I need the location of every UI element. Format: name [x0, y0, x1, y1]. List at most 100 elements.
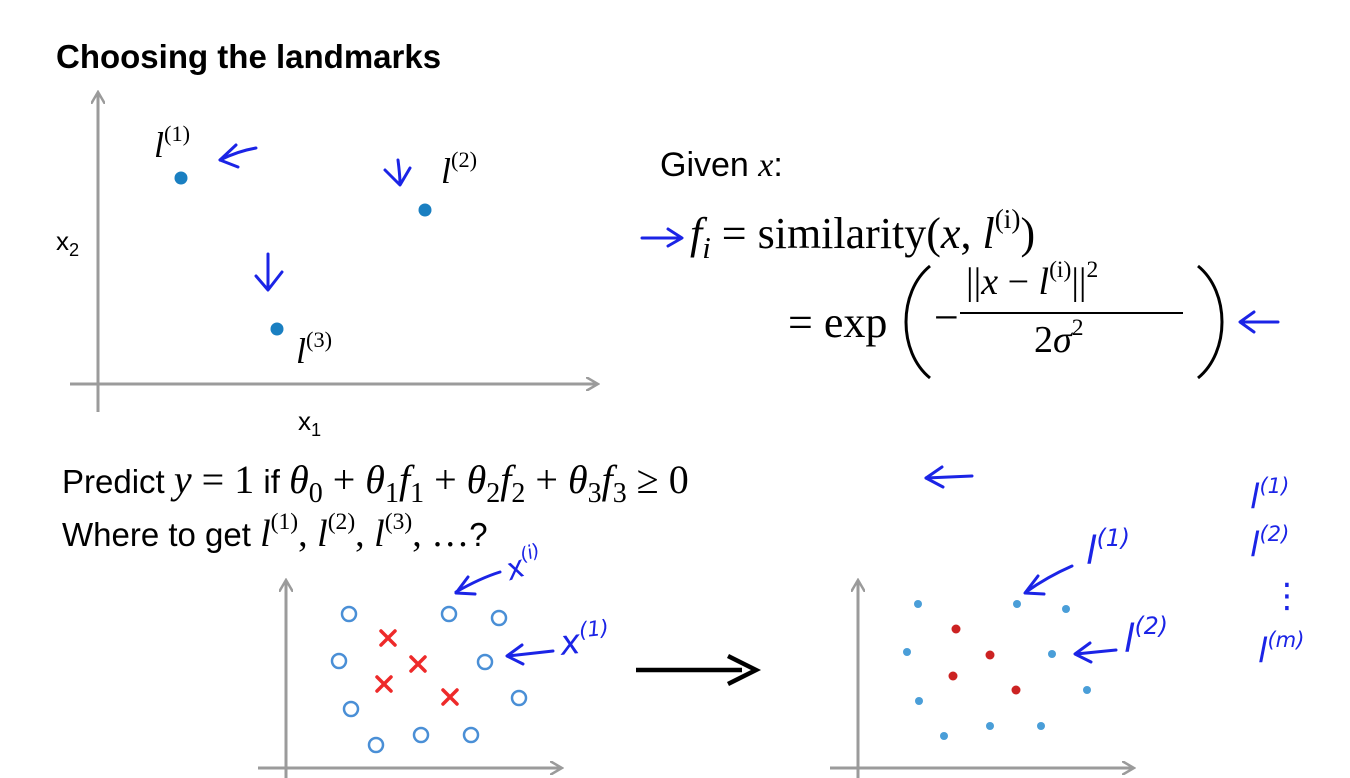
- training-example-o: [412, 726, 430, 744]
- f-2-sub: 2: [511, 478, 526, 509]
- training-example-o: [367, 736, 385, 754]
- similarity-close: ): [1020, 209, 1036, 258]
- f-3: f: [601, 457, 613, 502]
- predict-line: Predict y = 1 if θ0 + θ1f1 + θ2f2 + θ3f3…: [62, 456, 689, 510]
- neg-sign: −: [934, 293, 959, 342]
- f-symbol: f: [690, 209, 703, 258]
- landmark-dot: [903, 648, 911, 656]
- f-1: f: [398, 457, 411, 502]
- training-example-o: [340, 605, 358, 623]
- exp-left-paren: [904, 264, 931, 380]
- theta-3: θ: [567, 457, 588, 502]
- where-sup3: (3): [384, 508, 413, 535]
- x-axis-label: x1: [298, 406, 321, 441]
- theta-0: θ: [289, 457, 309, 502]
- f-2: f: [500, 457, 512, 502]
- training-example-o: [462, 726, 480, 744]
- landmark-2-sup: (2): [451, 146, 478, 172]
- hw-l-1: l: [1086, 528, 1097, 573]
- y-axis-label-text: x: [56, 226, 69, 256]
- where-sep-2: ,: [355, 513, 375, 555]
- given-var: x: [758, 147, 774, 184]
- predict-y: y: [173, 457, 192, 502]
- landmark-3-arrow-icon: [254, 252, 284, 292]
- landmark-dot: [1037, 722, 1045, 730]
- num-left-bars: ||: [966, 261, 982, 303]
- theta-0-sub: 0: [308, 478, 323, 509]
- num-l-sup: (i): [1049, 256, 1072, 283]
- landmark-dot: [1048, 650, 1056, 658]
- hw-list-l2: l(2): [1250, 521, 1289, 565]
- hw-l-2-label: l(2): [1124, 612, 1168, 661]
- predict-y-expr: y = 1: [174, 457, 254, 502]
- training-example-x: [375, 675, 393, 693]
- hw-l-2: l: [1124, 616, 1135, 661]
- x-i-pointer-arrow-icon: [454, 570, 502, 596]
- theta-1: θ: [365, 457, 385, 502]
- landmark-dot: [985, 650, 995, 660]
- where-line: Where to get l(1), l(2), l(3), …?: [62, 509, 488, 556]
- where-qmark: ?: [469, 516, 488, 553]
- where-l1: l: [260, 513, 271, 555]
- exp-right-paren: [1197, 264, 1224, 380]
- x-axis-label-sub: 1: [311, 420, 322, 441]
- f-1-sub: 1: [410, 478, 425, 509]
- exp-negative-sign: −: [934, 292, 959, 343]
- hw-list-lm-sym: l: [1258, 631, 1268, 672]
- training-example-o: [342, 700, 360, 718]
- num-minus: −: [998, 261, 1039, 303]
- num-right-bars: ||: [1071, 261, 1087, 303]
- exp-denominator: 2σ2: [1034, 314, 1084, 362]
- hw-l-2-sup: (2): [1134, 612, 1168, 641]
- mapping-arrow-icon: [636, 653, 762, 687]
- hw-l-1-label: l(1): [1086, 524, 1130, 573]
- landmark-1-arrow-icon: [218, 143, 258, 169]
- num-l: l: [1038, 261, 1050, 303]
- training-example-o: [330, 652, 348, 670]
- exp-pointer-arrow-icon: [1238, 310, 1280, 334]
- given-text: Given: [660, 146, 749, 184]
- positive-examples: [330, 605, 528, 754]
- similarity-l-sup: (i): [994, 204, 1021, 235]
- where-landmarks: l(1), l(2), l(3), …: [260, 509, 469, 555]
- landmark-3-symbol: l: [296, 331, 307, 371]
- hw-l-1-sup: (1): [1096, 524, 1130, 553]
- predict-if: if: [263, 463, 280, 500]
- training-example-x: [379, 629, 397, 647]
- given-colon: :: [773, 146, 783, 184]
- formula-pointer-arrow-icon: [640, 227, 684, 248]
- predict-text: Predict: [62, 463, 165, 500]
- slide-title: Choosing the landmarks: [56, 38, 442, 75]
- den-two: 2: [1034, 319, 1053, 361]
- landmark-1-symbol: l: [154, 125, 165, 165]
- given-x-line: Given x:: [660, 146, 783, 185]
- similarity-l: l: [982, 209, 995, 258]
- where-sep-3: ,: [412, 513, 432, 555]
- landmark-2-point: [418, 203, 432, 217]
- f-sub: i: [702, 230, 711, 265]
- where-sup2: (2): [327, 508, 356, 535]
- num-sq: 2: [1086, 256, 1099, 283]
- exp-equals: = exp: [788, 297, 887, 348]
- l-2-pointer-arrow-icon: [1073, 641, 1118, 664]
- f-3-sub: 3: [612, 478, 627, 509]
- landmark-dot: [1083, 686, 1091, 694]
- landmark-dot: [1013, 600, 1021, 608]
- landmark-dot: [948, 671, 958, 681]
- landmark-1-label: l(1): [154, 121, 190, 166]
- training-example-o: [510, 689, 528, 707]
- theta-2: θ: [466, 457, 487, 502]
- landmark-2-label: l(2): [441, 146, 478, 192]
- num-x: x: [981, 261, 999, 303]
- training-example-o: [490, 609, 508, 627]
- den-sq: 2: [1071, 314, 1084, 341]
- landmark-3-point: [270, 322, 284, 336]
- training-example-x: [409, 655, 427, 673]
- x-axis-label-text: x: [298, 406, 311, 436]
- landmark-2-arrow-icon: [383, 158, 412, 187]
- hw-x-1-sup: (1): [577, 614, 610, 643]
- plus-1: +: [322, 457, 366, 502]
- theta-1-sub: 1: [384, 478, 399, 509]
- landmark-dot: [914, 600, 922, 608]
